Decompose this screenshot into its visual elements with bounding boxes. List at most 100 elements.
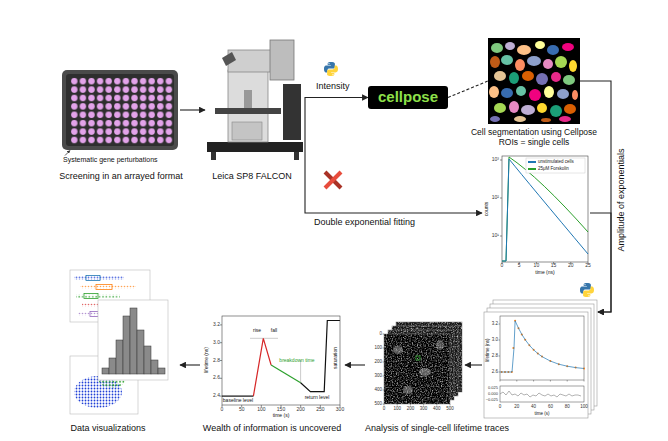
- python-logo: [324, 62, 338, 76]
- event-plot: [200, 308, 345, 416]
- lifetime-images: [383, 322, 463, 406]
- segmentation-image: [491, 43, 503, 53]
- lifetime-images: [436, 340, 444, 350]
- cellpose-logo: cellpose: [368, 86, 448, 109]
- summary-plots: [102, 368, 109, 374]
- plot-label: 2.6: [492, 369, 498, 374]
- plot-label: 15: [551, 263, 557, 269]
- segmentation-image: [537, 103, 547, 113]
- plot-label: baseline level: [223, 398, 253, 404]
- trace-plots: [501, 320, 585, 373]
- logo-text: cellpose: [378, 89, 438, 106]
- microscope: [228, 70, 268, 142]
- decay-plot: [502, 159, 588, 261]
- segmentation-image: [569, 60, 577, 72]
- plot-label: 80: [565, 404, 570, 409]
- event-plot: [200, 308, 345, 416]
- plot-label: breakdown time: [279, 358, 314, 364]
- connector-arrow: [180, 109, 205, 110]
- edge-label: Double exponential fitting: [314, 217, 415, 227]
- plot-label: 2.8: [213, 358, 220, 364]
- trace-plots: [484, 312, 588, 418]
- plate-panel: Screening in an arrayed format: [62, 70, 180, 150]
- summary-plots: [130, 308, 137, 374]
- connector-arrow: [180, 364, 200, 365]
- segmentation-image: [517, 45, 531, 55]
- segmentation-image: [562, 43, 574, 51]
- segmentation-image: [522, 71, 534, 81]
- plot-label: 40: [531, 404, 536, 409]
- visualization-panel: Data visualizations: [68, 268, 180, 418]
- summary-plots: [137, 330, 144, 374]
- microscope: [283, 84, 301, 140]
- event-plot: [250, 338, 324, 391]
- trace-stack: lifetime (ns)time (s): [482, 300, 598, 420]
- decay-plot: [526, 158, 585, 173]
- plot-label: 300: [420, 406, 428, 411]
- plot-label: 400: [374, 387, 382, 392]
- segmentation-image: [535, 41, 545, 49]
- segmentation-panel: Cell segmentation using Cellpose ROIs = …: [488, 38, 580, 124]
- plot-label: 100: [580, 404, 588, 409]
- panel-caption: Data visualizations: [70, 423, 145, 433]
- plot-label: 0: [383, 406, 386, 411]
- microscope: [244, 90, 252, 108]
- connector-arrow: [305, 97, 368, 98]
- trace-plots: [499, 324, 585, 382]
- edge-label: Intensity: [316, 81, 350, 91]
- segmentation-image: [536, 73, 548, 85]
- event-plot: [301, 321, 340, 392]
- well-plate: [65, 151, 70, 156]
- plot-label: 50: [239, 407, 245, 413]
- plot-label: 400: [433, 406, 441, 411]
- event-plot: [220, 325, 340, 407]
- segmentation-image: [551, 72, 561, 82]
- lifetime-images: [393, 346, 403, 354]
- plot-label: 0.025: [488, 386, 498, 391]
- plot-label: 250: [316, 407, 324, 413]
- summary-plots: [151, 360, 158, 374]
- segmentation-image: [501, 88, 513, 98]
- segmentation-image: [547, 45, 559, 55]
- microscope: [222, 52, 236, 66]
- plot-label: 300: [336, 407, 344, 413]
- segmentation-image: [488, 38, 580, 124]
- microscope: [294, 152, 299, 160]
- well-plate: [62, 70, 178, 156]
- microscope: [232, 122, 262, 140]
- plot-label: 20: [514, 404, 519, 409]
- segmentation-image: [521, 105, 535, 115]
- decay-plot: [502, 157, 588, 261]
- plot-label: 0: [499, 404, 502, 409]
- segmentation-image: [529, 89, 541, 101]
- event-plot: [222, 316, 340, 405]
- lifetime-images: [419, 368, 431, 376]
- lifetime-images: [383, 334, 451, 406]
- legend-swatch: [528, 161, 536, 163]
- segmentation-image: [527, 56, 541, 66]
- summary-plots: [80, 285, 136, 289]
- trace-plots: [500, 391, 581, 397]
- summary-plots: [74, 276, 124, 280]
- summary-plots: [116, 340, 123, 374]
- lifetime-images: [384, 334, 450, 404]
- segmentation-image: [555, 56, 567, 68]
- plot-label: 200: [374, 359, 382, 364]
- summary-plots: [109, 358, 116, 374]
- plot-label: 2.8: [492, 353, 498, 358]
- event-plot: [253, 338, 271, 396]
- fitting-logo: [325, 172, 341, 188]
- segmentation-image: [494, 71, 506, 81]
- lifetime-images: [384, 334, 450, 404]
- plot-label: −0.025: [486, 398, 498, 403]
- fitting-logo: [325, 172, 341, 188]
- segmentation-image: [515, 59, 525, 71]
- panel-caption: Analysis of single-cell lifetime traces: [365, 423, 509, 433]
- connector-arrow: [465, 364, 482, 365]
- lifetime-images: [403, 386, 413, 394]
- plot-label: 200: [297, 407, 305, 413]
- plot-label: 200: [407, 406, 415, 411]
- microscope: [211, 152, 216, 160]
- segmentation-image: [514, 116, 526, 122]
